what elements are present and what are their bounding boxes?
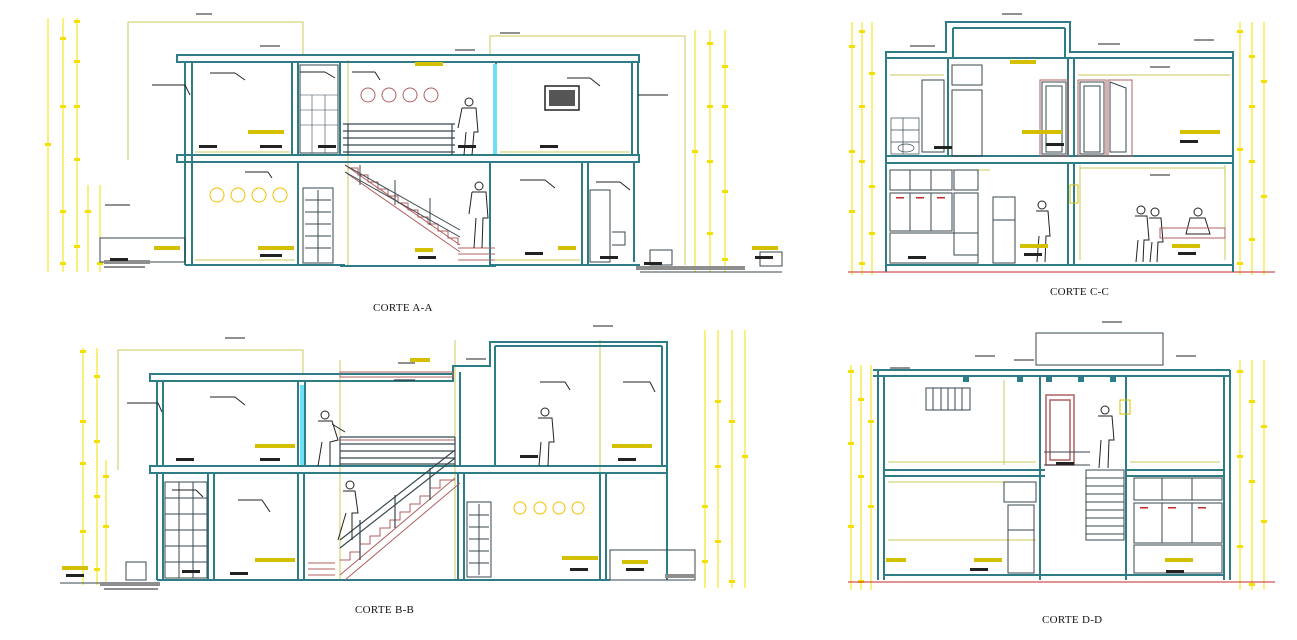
annotation-leaders-b bbox=[127, 325, 656, 513]
room-labels-a bbox=[154, 62, 778, 252]
level-tags-d bbox=[970, 462, 1184, 573]
level-marks-right-d bbox=[1237, 370, 1267, 586]
caption-corte-c-c: CORTE C-C bbox=[1050, 286, 1110, 298]
level-marks-right-b bbox=[702, 400, 748, 583]
person-figure-icon-c1 bbox=[1036, 200, 1051, 263]
door-frames-c bbox=[1039, 79, 1133, 157]
dimension-lines-left-b bbox=[82, 348, 107, 585]
railing-a bbox=[343, 123, 455, 155]
bathroom-c bbox=[890, 117, 920, 155]
upper-beam-b bbox=[339, 371, 454, 378]
dimension-lines-left-c bbox=[851, 22, 873, 275]
person-figure-icon-c2 bbox=[1135, 205, 1211, 263]
person-figure-icon-b2 bbox=[538, 407, 555, 467]
section-b-b bbox=[60, 325, 748, 590]
annotation-leaders-c bbox=[910, 13, 1214, 176]
stair-a bbox=[344, 164, 495, 261]
opening-c bbox=[1069, 184, 1079, 204]
kitchen-cabinets-d bbox=[1003, 477, 1223, 574]
person-figure-icon-a1 bbox=[457, 97, 479, 156]
light-fixtures-d bbox=[963, 376, 1116, 382]
section-d-d bbox=[848, 321, 1275, 590]
section-c-c bbox=[848, 13, 1275, 275]
person-figure-icon-d1 bbox=[1098, 405, 1115, 469]
kitchen-cabinets-c bbox=[889, 169, 1016, 264]
room-labels-c bbox=[1010, 60, 1220, 248]
dimension-lines-left-a bbox=[47, 18, 101, 272]
dimension-lines-right-d bbox=[1239, 360, 1265, 590]
upper-doors-c bbox=[921, 64, 1127, 157]
roof-tank-d bbox=[1035, 332, 1164, 366]
tile-grid-a bbox=[300, 94, 338, 153]
round-windows-upper-a bbox=[360, 87, 439, 103]
wall-painting-a bbox=[544, 85, 580, 111]
person-figure-icon-a2 bbox=[468, 181, 489, 249]
kitchen-handles-c bbox=[896, 197, 945, 199]
stair-b bbox=[308, 439, 461, 581]
window-glass-b bbox=[300, 385, 304, 465]
level-tags-b bbox=[66, 455, 644, 577]
ground-b bbox=[60, 549, 696, 590]
bathroom-tile-b bbox=[164, 481, 208, 579]
caption-corte-b-b: CORTE B-B bbox=[355, 604, 415, 616]
bathroom-door-a bbox=[589, 189, 626, 263]
ground-left-a bbox=[99, 237, 186, 268]
railing-b bbox=[339, 436, 456, 560]
dimension-lines-right-a bbox=[694, 30, 726, 272]
door-a bbox=[302, 187, 334, 264]
level-marks-left-a bbox=[45, 20, 103, 265]
level-marks-right-c bbox=[1237, 30, 1267, 265]
stair-d bbox=[1044, 451, 1125, 541]
guides-c bbox=[890, 74, 1230, 260]
kitchen-handles-d bbox=[1140, 507, 1206, 509]
level-tags-c bbox=[908, 140, 1198, 259]
level-marks-left-c bbox=[849, 30, 875, 265]
round-windows-b bbox=[513, 501, 585, 515]
round-windows-lower-a bbox=[209, 187, 288, 203]
caption-corte-d-d: CORTE D-D bbox=[1042, 614, 1103, 626]
ground-right-a bbox=[636, 249, 783, 273]
window-grille-d bbox=[925, 387, 971, 411]
door-b bbox=[466, 501, 492, 578]
stair-rail-a bbox=[344, 164, 461, 238]
level-tags-a bbox=[110, 145, 773, 265]
annotation-leaders-d bbox=[890, 321, 1196, 369]
dimension-lines-right-b bbox=[704, 330, 746, 588]
bar-counter-c bbox=[1159, 227, 1226, 239]
walls-d bbox=[873, 369, 1231, 580]
person-figure-icon-b3 bbox=[337, 480, 359, 541]
room-labels-d bbox=[886, 558, 1193, 562]
level-marks-right-a bbox=[692, 42, 728, 261]
annotation-leaders-a bbox=[105, 13, 668, 206]
dimension-lines-right-c bbox=[1239, 22, 1265, 275]
parapet-guides-a bbox=[127, 21, 686, 265]
section-a-a bbox=[45, 13, 783, 273]
person-figure-icon-b1 bbox=[317, 410, 346, 467]
walls-b bbox=[149, 341, 668, 581]
caption-corte-a-a: CORTE A-A bbox=[373, 302, 433, 314]
window-glass-a bbox=[493, 64, 497, 154]
opening-d bbox=[1119, 399, 1131, 415]
interior-guides-a bbox=[195, 151, 630, 261]
bathroom-upper-a bbox=[299, 64, 339, 154]
upper-door-d bbox=[1045, 394, 1075, 466]
level-marks-left-b bbox=[80, 350, 109, 571]
room-labels-b bbox=[62, 358, 652, 570]
